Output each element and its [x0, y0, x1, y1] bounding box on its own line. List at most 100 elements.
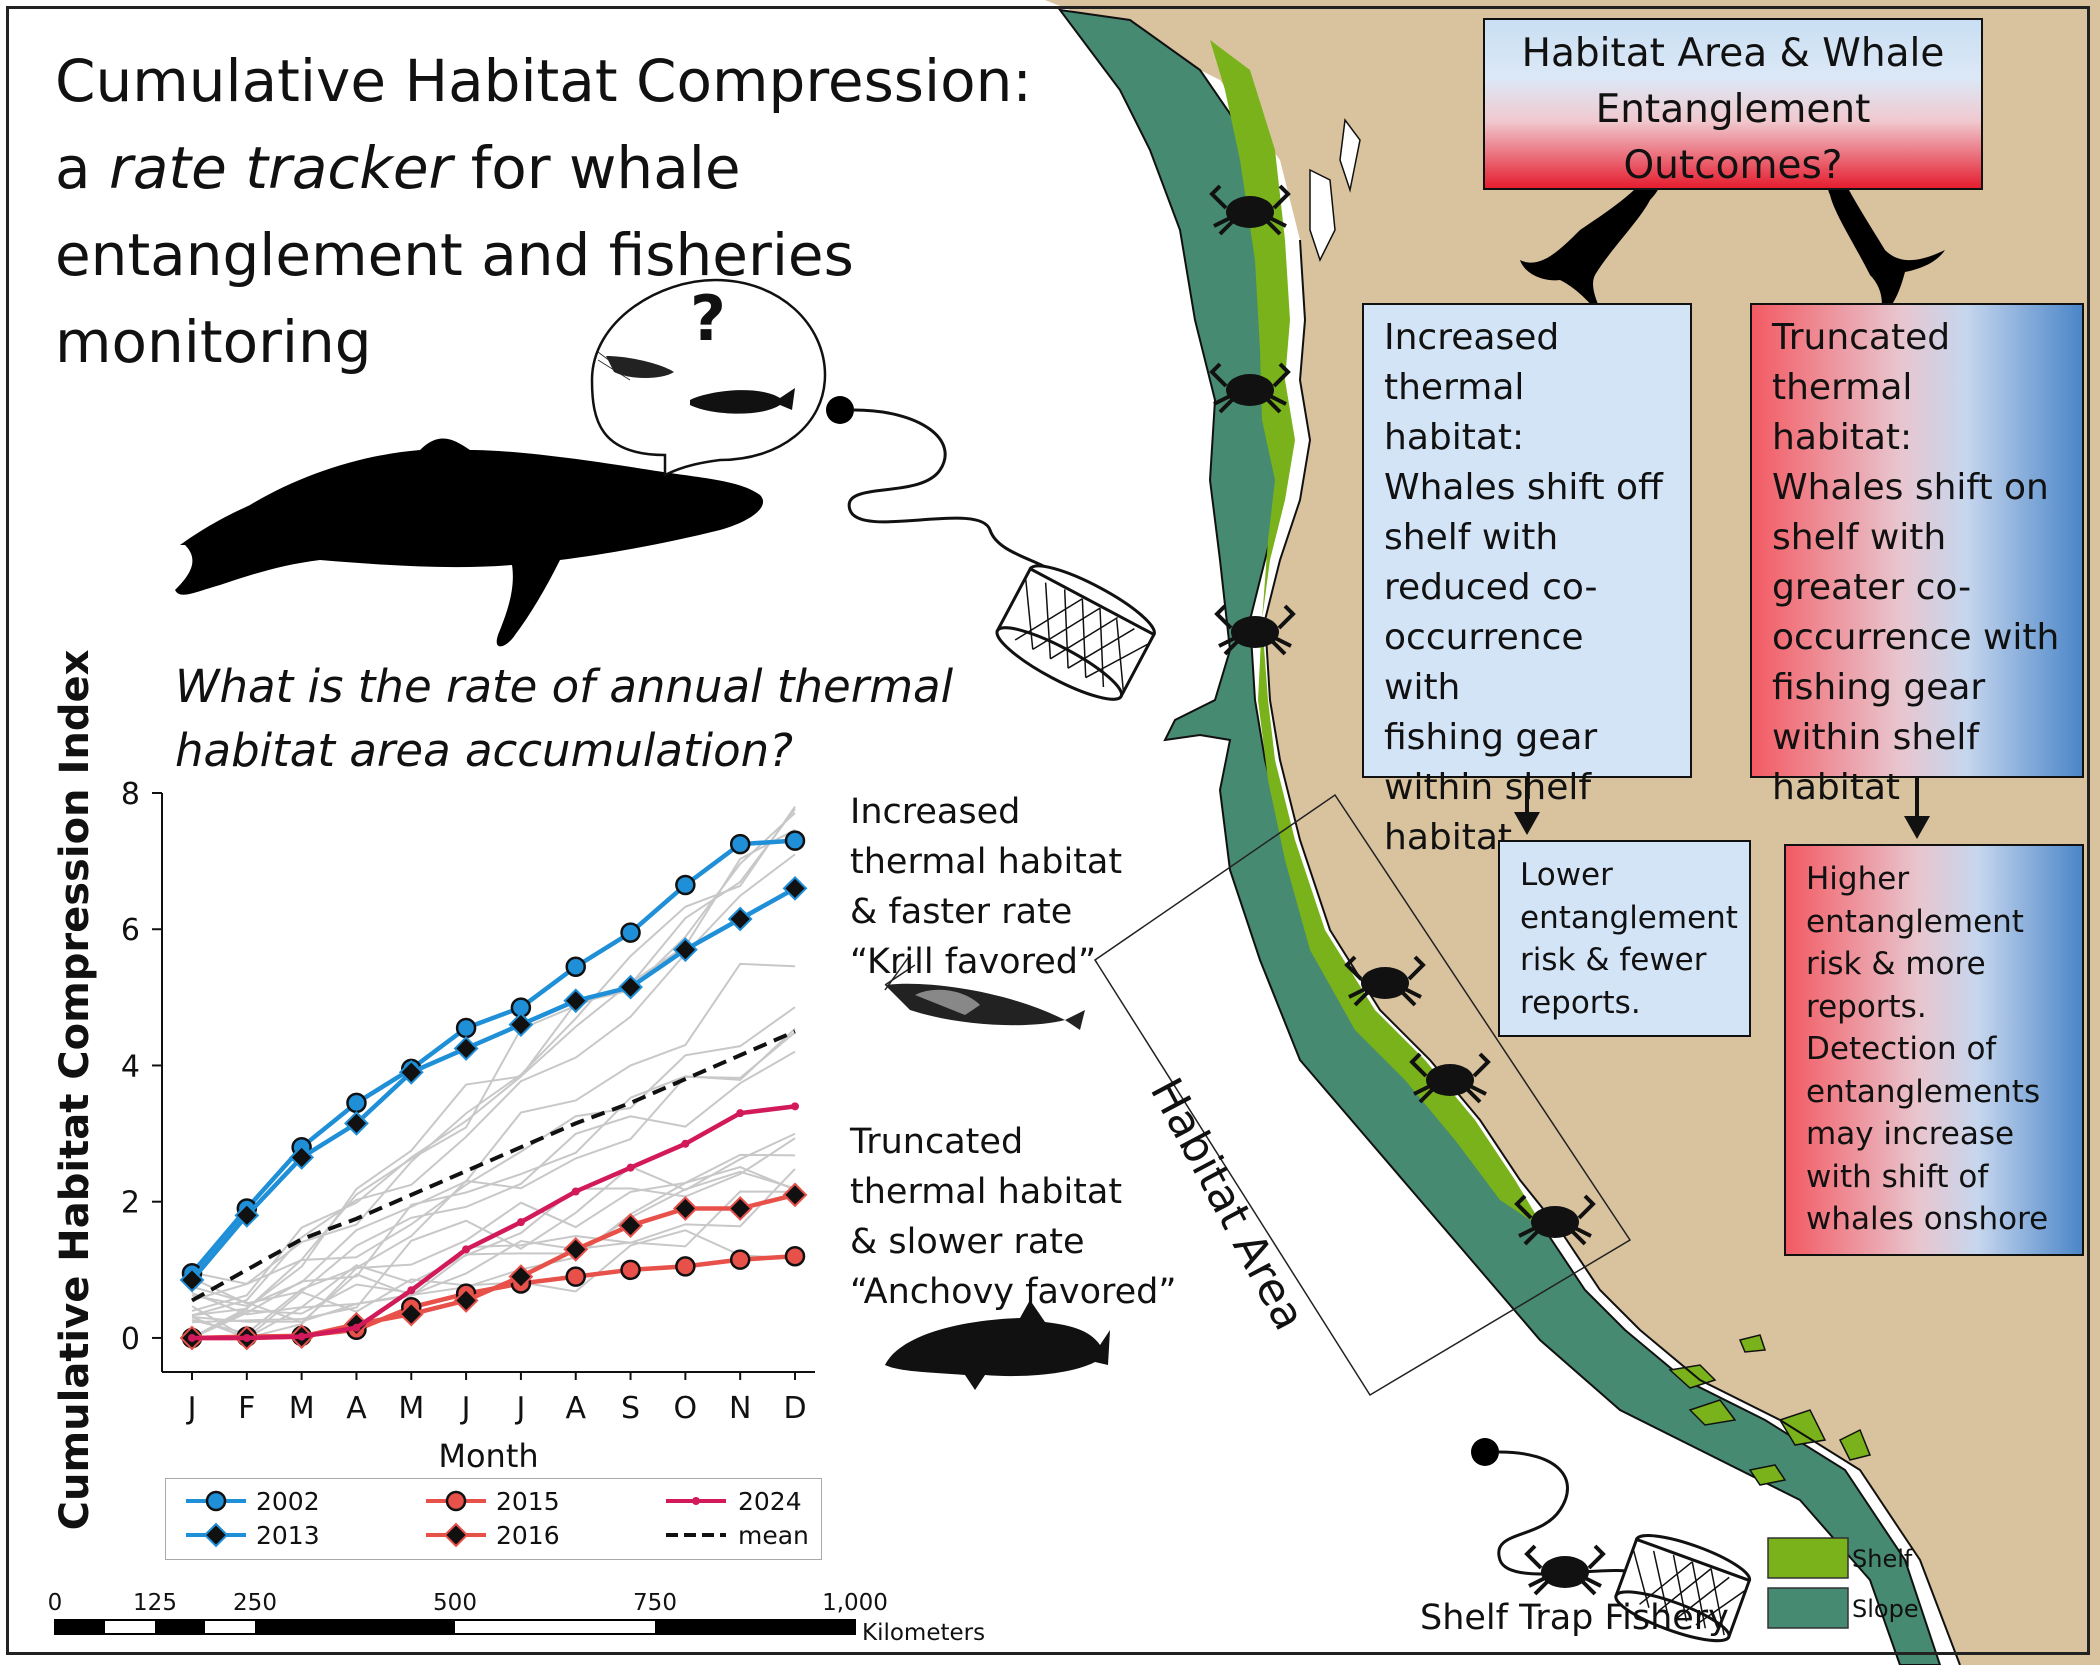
- x-tick-label: F: [238, 1391, 255, 1426]
- humpback-whale-icon: [175, 438, 764, 647]
- background-year-line: [191, 812, 796, 1312]
- diving-whale-icon: [1520, 165, 1662, 318]
- box-line: habitat: [1772, 767, 1901, 808]
- box-line: entanglements: [1806, 1073, 2041, 1110]
- box-line: fishing gear: [1772, 667, 1986, 708]
- box-line: Truncated: [1772, 317, 1951, 358]
- box-line: fishing gear: [1384, 717, 1598, 758]
- data-point-2016: [453, 1288, 479, 1313]
- data-point-2013: [508, 1012, 534, 1038]
- map-legend-slope-label: Slope: [1852, 1595, 1919, 1623]
- krill-favored-note: Increased thermal habitat & faster rate …: [850, 787, 1122, 987]
- data-point-2016: [618, 1213, 643, 1238]
- data-point-2002: [565, 956, 586, 977]
- x-axis-label: Month: [438, 1437, 538, 1475]
- series-line-mean: [191, 1029, 796, 1303]
- data-point-2016: [672, 1196, 698, 1221]
- legend-marker: [443, 1522, 469, 1548]
- habitat-area-outline: [1093, 793, 1632, 1397]
- box-line: shelf with: [1384, 517, 1559, 558]
- question-mark: ?: [690, 282, 726, 355]
- figure-title: Cumulative Habitat Compression: a rate t…: [55, 38, 1055, 386]
- data-point-2016: [563, 1236, 589, 1262]
- box-line: Increased: [1384, 317, 1560, 358]
- data-point-2024: [407, 1286, 416, 1295]
- box-line: risk & fewer: [1520, 942, 1707, 978]
- box-line: entanglement: [1806, 903, 2024, 940]
- y-tick-label: 0: [121, 1322, 140, 1357]
- data-point-2016: [727, 1196, 753, 1221]
- arrow-down-icon: [1904, 778, 1930, 839]
- box-line: risk & more: [1806, 946, 1986, 982]
- data-point-2015: [620, 1259, 641, 1281]
- y-axis-label: Cumulative Habitat Compression Index: [52, 649, 98, 1530]
- x-tick-label: A: [346, 1391, 367, 1426]
- legend-marker: [692, 1497, 700, 1505]
- scale-unit-label: Kilometers: [862, 1620, 985, 1646]
- crab-icon: [1344, 955, 1426, 1007]
- box-line: whales onshore: [1806, 1201, 2049, 1237]
- background-year-line: [191, 1050, 796, 1305]
- data-point-2013: [563, 988, 589, 1014]
- anchovy-favored-note: Truncated thermal habitat & slower rate …: [850, 1117, 1177, 1317]
- scale-tick-label: 0: [48, 1590, 63, 1616]
- slope-legend-swatch: [1767, 1587, 1849, 1629]
- inland-water: [1309, 168, 1336, 262]
- box-line: reduced co-: [1384, 567, 1598, 608]
- data-point-2024: [681, 1139, 690, 1148]
- x-tick-label: J: [514, 1391, 525, 1426]
- data-point-2013: [618, 974, 643, 1000]
- increased-habitat-box: Increased thermal habitat: Whales shift …: [1362, 303, 1692, 858]
- box-line: habitat: [1384, 817, 1513, 858]
- data-point-2013: [344, 1110, 369, 1136]
- background-year-line: [191, 1190, 796, 1339]
- x-tick-label: J: [186, 1391, 197, 1426]
- background-year-line: [191, 1006, 796, 1302]
- scale-tick-label: 500: [433, 1590, 477, 1616]
- box-line: reports.: [1520, 984, 1641, 1021]
- y-tick-label: 4: [121, 1049, 140, 1084]
- background-year-line: [191, 828, 796, 1339]
- box-line: with shift of: [1806, 1158, 1989, 1195]
- chart-legend: 2002 2013 2015 2016 2024 mean: [165, 1478, 822, 1560]
- legend-label: 2016: [496, 1521, 560, 1550]
- island: [1838, 1428, 1872, 1461]
- y-tick-label: 8: [121, 777, 140, 812]
- legend-label: mean: [738, 1521, 809, 1550]
- island: [1778, 1409, 1827, 1446]
- scale-tick-label: 1,000: [822, 1590, 888, 1616]
- box-line: Lower: [1520, 857, 1613, 893]
- legend-marker: [445, 1490, 467, 1512]
- title-line-4: monitoring: [55, 308, 372, 376]
- research-question: What is the rate of annual thermal habit…: [175, 655, 975, 783]
- note-line: & faster rate: [850, 892, 1073, 932]
- lower-risk-box: Lower entanglement risk & fewer reports.: [1498, 840, 1751, 1037]
- data-point-2024: [736, 1109, 745, 1118]
- box-line: Outcomes?: [1623, 143, 1843, 188]
- crab-icon: [1514, 1194, 1596, 1246]
- data-point-2013: [672, 937, 698, 963]
- callout-line: [1094, 959, 1098, 964]
- question-line: habitat area accumulation?: [175, 724, 794, 777]
- data-point-2024: [516, 1218, 525, 1227]
- coastline: [1263, 239, 1961, 1665]
- buoy-icon: [1471, 1438, 1499, 1466]
- crab-icon: [1214, 604, 1296, 656]
- higher-risk-box: Higher entanglement risk & more reports.…: [1784, 844, 2084, 1256]
- note-line: Increased: [850, 792, 1021, 832]
- data-point-2015: [784, 1245, 806, 1267]
- outcomes-question-box: Habitat Area & Whale Entanglement Outcom…: [1483, 18, 1983, 190]
- box-line: Detection of: [1806, 1031, 1997, 1067]
- box-line: shelf with: [1772, 517, 1947, 558]
- data-point-2013: [727, 906, 753, 932]
- data-point-2013: [179, 1267, 205, 1293]
- truncated-habitat-box: Truncated thermal habitat: Whales shift …: [1750, 303, 2084, 808]
- buoy-icon: [826, 396, 854, 424]
- legend-label: 2024: [738, 1487, 802, 1516]
- data-point-2013: [398, 1059, 424, 1085]
- legend-label: 2015: [496, 1487, 560, 1516]
- crab-trap-icon: [995, 564, 1156, 701]
